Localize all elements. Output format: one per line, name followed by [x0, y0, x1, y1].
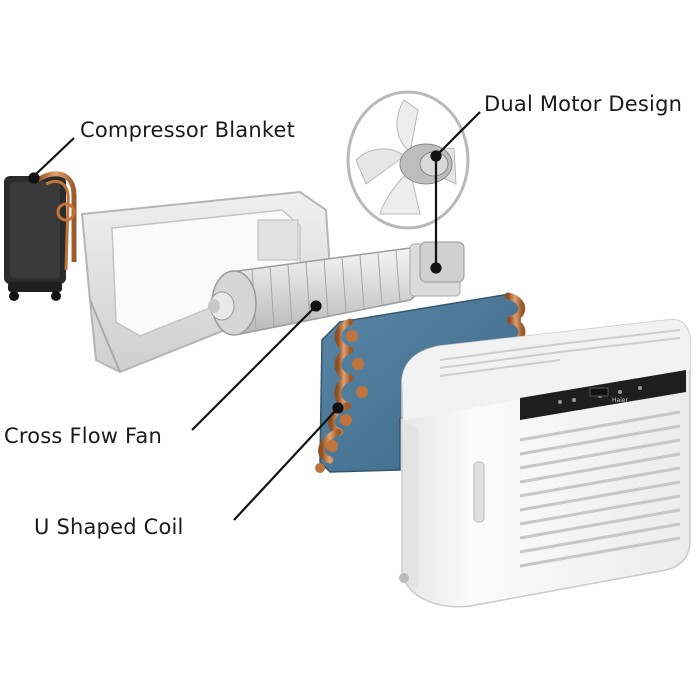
dual-motor-label: Dual Motor Design: [484, 92, 683, 116]
compressor-blanket-label: Compressor Blanket: [80, 118, 296, 142]
ac-unit-part: [399, 318, 691, 608]
compressor-blanket-part: [4, 171, 77, 301]
leader-lines: [28, 111, 481, 521]
cross-flow-fan-label: Cross Flow Fan: [4, 424, 162, 448]
brand-logo: Haier: [612, 397, 629, 404]
u-shaped-coil-label: U Shaped Coil: [34, 515, 184, 539]
